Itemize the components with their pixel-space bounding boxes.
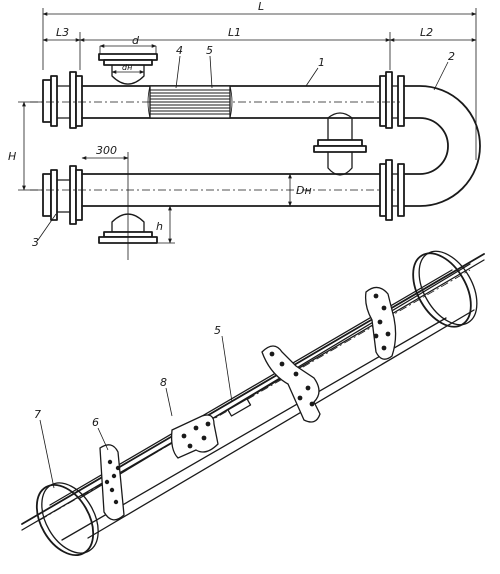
upper-nozzle: d dн	[98, 34, 158, 85]
baffle-plate-4	[364, 286, 397, 360]
callout-4: 4	[176, 44, 183, 57]
baffle-plate-2	[170, 414, 219, 459]
label-length-return-bend: L2	[420, 26, 433, 39]
callout-6: 6	[92, 416, 99, 429]
label-nozzle-inner: dн	[122, 63, 132, 72]
return-bend	[403, 85, 481, 207]
end-ring-right	[412, 250, 478, 328]
dimension-segment-lengths: L3 L1 L2	[42, 26, 477, 70]
callout-5-bottom: 5	[214, 324, 221, 337]
label-nozzle-offset: 300	[96, 144, 117, 157]
top-callouts: 1 2 3 4 5	[32, 44, 455, 249]
tube-bundle-isometric: 5 6 7 8	[21, 250, 485, 556]
baffle-plate-1	[99, 444, 125, 521]
callout-7: 7	[34, 408, 41, 421]
label-height-between-pipes: H	[8, 150, 16, 163]
callout-5-top: 5	[206, 44, 213, 57]
dimension-overall-length: L	[42, 0, 477, 160]
middle-nozzle	[313, 112, 367, 176]
baffle-plate-3	[261, 345, 321, 423]
label-nozzle-outer: d	[132, 34, 140, 47]
label-overall-length: L	[258, 0, 264, 13]
label-pipe-diameter: Dн	[296, 184, 312, 197]
end-ring-left	[35, 482, 99, 556]
upper-pipe: d dн	[42, 34, 405, 176]
label-length-middle: L1	[228, 26, 241, 39]
callout-2: 2	[448, 50, 455, 63]
label-nozzle-height: h	[156, 220, 163, 233]
lower-pipe: 300 h Dн	[30, 144, 405, 260]
dimension-height: H	[8, 101, 400, 191]
callout-3: 3	[32, 236, 39, 249]
label-length-left-end: L3	[56, 26, 69, 39]
top-view-assembly: L L3 L1 L2	[8, 0, 481, 260]
callout-1: 1	[318, 56, 325, 69]
callout-8: 8	[160, 376, 167, 389]
bottom-callouts: 5 6 7 8	[34, 324, 233, 489]
